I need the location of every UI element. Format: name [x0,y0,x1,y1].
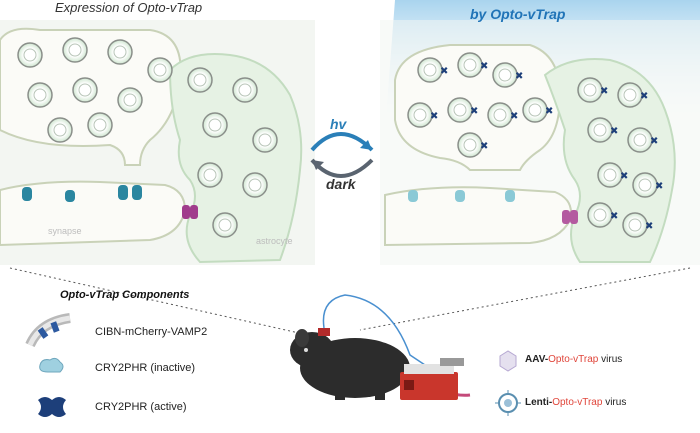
synaptic-vesicle [62,37,88,63]
cry2phr-active-mark: ✖ [645,221,653,232]
channel-group-right [408,190,578,224]
synaptic-vesicle [447,97,473,123]
synaptic-vesicle [522,97,548,123]
zoom-line-right [359,267,691,331]
vesicle-membrane-icon [25,313,71,348]
cry2phr-active-mark: ✖ [430,111,438,122]
lenti-prefix: Lenti- [525,397,553,408]
mouse-illustration [290,294,471,400]
postsynaptic-right [384,186,572,247]
hv-label: hv [330,116,347,132]
synaptic-vesicle [87,112,113,138]
cry2phr-active-mark: ✖ [650,136,658,147]
synaptic-vesicle [627,127,653,153]
cry2phr-active-mark: ✖ [640,91,648,102]
components-title: Opto-vTrap Components [60,289,190,301]
light-source-device [400,358,464,400]
astrocyte-label: astrocyte [256,236,293,246]
synaptic-vesicle [587,117,613,143]
synaptic-vesicle [632,172,658,198]
synaptic-vesicle [47,117,73,143]
synaptic-vesicle [72,77,98,103]
dark-label: dark [326,176,356,192]
synaptic-vesicle [197,162,223,188]
legend-label-vamp2: CIBN-mCherry-VAMP2 [95,326,208,338]
cry2phr-active-mark: ✖ [610,211,618,222]
synaptic-vesicle [577,77,603,103]
cry2phr-active-mark: ✖ [655,181,663,192]
synaptic-vesicle [17,42,43,68]
synaptic-vesicle [457,132,483,158]
synaptic-vesicle [212,212,238,238]
synaptic-vesicle [417,57,443,83]
cry2phr-active-mark: ✖ [480,141,488,152]
dark-arrowhead [312,160,324,170]
cry2phr-active-mark: ✖ [515,71,523,82]
legend-label-inactive: CRY2PHR (inactive) [95,362,196,374]
cry2phr-active-icon [38,397,66,417]
cry2phr-active-mark: ✖ [620,171,628,182]
cry2phr-active-layer: ✖ ✖ ✖ ✖ ✖ ✖ ✖ ✖ ✖ ✖ ✖ ✖ ✖ ✖ ✖ ✖ [430,61,663,232]
legend-label-active: CRY2PHR (active) [95,401,187,413]
vesicle-layer [17,37,658,238]
synaptic-vesicle [107,39,133,65]
synaptic-vesicle [242,172,268,198]
right-panel-title: by Opto-vTrap [470,6,566,22]
synaptic-vesicle [252,127,278,153]
synaptic-vesicle [487,102,513,128]
synapse-label: synapse [48,226,82,236]
cry2phr-active-mark: ✖ [610,126,618,137]
lenti-name: Opto-vTrap [552,397,603,408]
synaptic-vesicle [617,82,643,108]
synaptic-vesicle [622,212,648,238]
cry2phr-active-mark: ✖ [545,106,553,117]
cry2phr-active-mark: ✖ [480,61,488,72]
cry2phr-active-mark: ✖ [600,86,608,97]
synaptic-vesicle [27,82,53,108]
lenti-virus-label: Lenti-Opto-vTrap virus [525,397,626,408]
synaptic-vesicle [147,57,173,83]
lenti-suffix: virus [602,397,627,408]
aav-name: Opto-vTrap [548,354,599,365]
aav-suffix: virus [598,354,623,365]
synaptic-vesicle [232,77,258,103]
cry2phr-active-mark: ✖ [440,66,448,77]
left-panel-title: Expression of Opto-vTrap [55,0,203,15]
aav-virus-icon [499,350,517,372]
lenti-virus-icon [495,390,521,416]
synaptic-vesicle [187,67,213,93]
aav-prefix: AAV- [525,354,549,365]
astrocyte-left [168,53,303,264]
cry2phr-active-mark: ✖ [470,106,478,117]
synaptic-vesicle [587,202,613,228]
synaptic-vesicle [597,162,623,188]
synaptic-vesicle [202,112,228,138]
synaptic-vesicle [117,87,143,113]
hv-arrowhead [360,140,372,150]
synaptic-vesicle [457,52,483,78]
cry2phr-active-mark: ✖ [510,111,518,122]
channel-group-left [22,185,198,219]
synaptic-vesicle [492,62,518,88]
synaptic-vesicle [407,102,433,128]
aav-virus-label: AAV-Opto-vTrap virus [525,354,622,365]
cry2phr-inactive-icon [39,357,64,373]
